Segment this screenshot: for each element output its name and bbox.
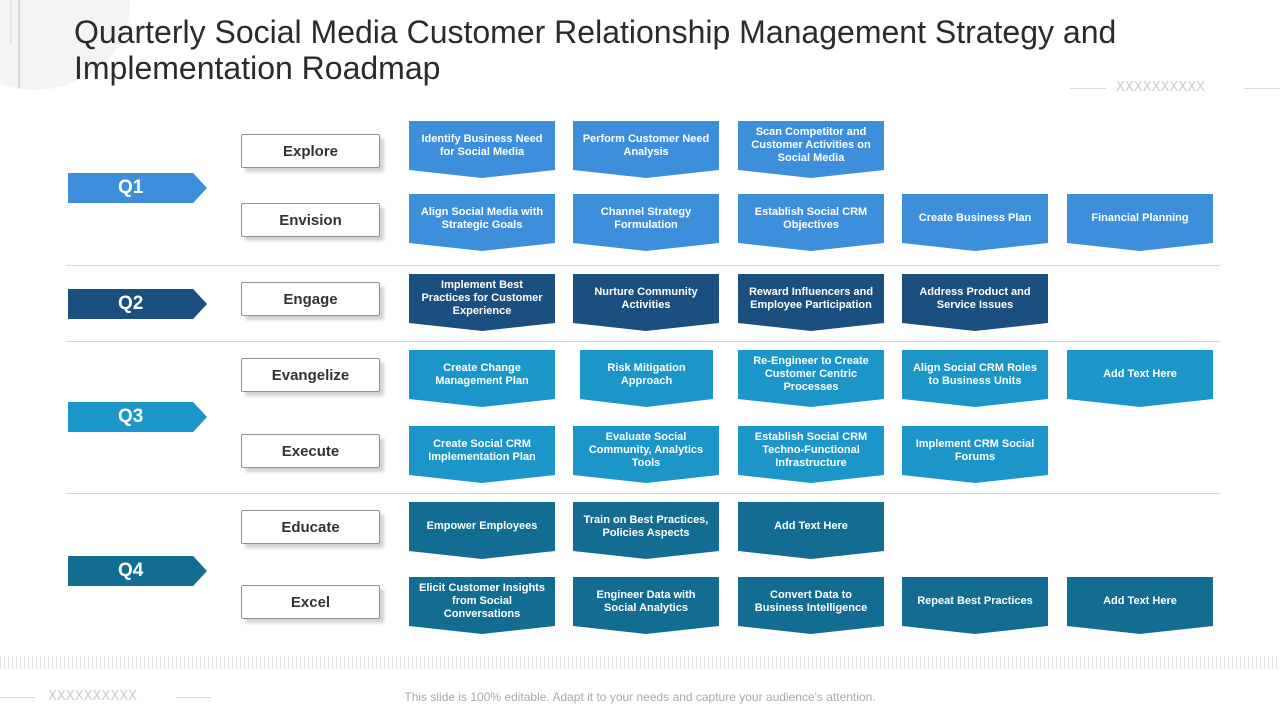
task-card: Repeat Best Practices	[902, 577, 1048, 634]
task-card: Engineer Data with Social Analytics	[573, 577, 719, 634]
phase-evangelize: Evangelize	[241, 358, 380, 392]
footer-note: This slide is 100% editable. Adapt it to…	[404, 690, 876, 704]
quarter-divider	[66, 341, 1220, 342]
task-card: Nurture Community Activities	[573, 274, 719, 331]
task-card: Create Business Plan	[902, 194, 1048, 251]
task-card: Create Social CRM Implementation Plan	[409, 426, 555, 483]
decor-line	[1244, 88, 1280, 89]
task-card: Channel Strategy Formulation	[573, 194, 719, 251]
task-card: Implement CRM Social Forums	[902, 426, 1048, 483]
task-card: Align Social CRM Roles to Business Units	[902, 350, 1048, 407]
footer-strip	[0, 656, 1280, 669]
task-card: Create Change Management Plan	[409, 350, 555, 407]
corner-line	[10, 0, 12, 44]
task-card: Align Social Media with Strategic Goals	[409, 194, 555, 251]
quarter-arrow-q1: Q1	[68, 173, 207, 203]
task-card: Re-Engineer to Create Customer Centric P…	[738, 350, 884, 407]
task-card: Add Text Here	[1067, 350, 1213, 407]
quarter-arrow-q2: Q2	[68, 289, 207, 319]
task-card: Establish Social CRM Techno-Functional I…	[738, 426, 884, 483]
quarter-divider	[66, 265, 1220, 266]
quarter-arrow-q3: Q3	[68, 402, 207, 432]
phase-explore: Explore	[241, 134, 380, 168]
task-card: Add Text Here	[1067, 577, 1213, 634]
task-card: Establish Social CRM Objectives	[738, 194, 884, 251]
task-card: Empower Employees	[409, 502, 555, 559]
task-card: Train on Best Practices, Policies Aspect…	[573, 502, 719, 559]
task-card: Evaluate Social Community, Analytics Too…	[573, 426, 719, 483]
slide-title: Quarterly Social Media Customer Relation…	[74, 14, 1117, 86]
decor-line	[0, 697, 36, 698]
task-card: Elicit Customer Insights from Social Con…	[409, 577, 555, 634]
decor-line	[1070, 88, 1106, 89]
phase-excel: Excel	[241, 585, 380, 619]
task-card: Add Text Here	[738, 502, 884, 559]
task-card: Reward Influencers and Employee Particip…	[738, 274, 884, 331]
corner-line	[18, 0, 20, 88]
quarter-divider	[66, 493, 1220, 494]
task-card: Address Product and Service Issues	[902, 274, 1048, 331]
task-card: Implement Best Practices for Customer Ex…	[409, 274, 555, 331]
task-card: Risk Mitigation Approach	[580, 350, 713, 407]
phase-execute: Execute	[241, 434, 380, 468]
task-card: Financial Planning	[1067, 194, 1213, 251]
task-card: Convert Data to Business Intelligence	[738, 577, 884, 634]
phase-engage: Engage	[241, 282, 380, 316]
phase-envision: Envision	[241, 203, 380, 237]
decor-xmarks: XXXXXXXXXX	[48, 689, 138, 704]
task-card: Perform Customer Need Analysis	[573, 121, 719, 178]
quarter-arrow-q4: Q4	[68, 556, 207, 586]
task-card: Scan Competitor and Customer Activities …	[738, 121, 884, 178]
decor-xmarks: XXXXXXXXXX	[1116, 80, 1206, 95]
phase-educate: Educate	[241, 510, 380, 544]
decor-line	[176, 697, 212, 698]
task-card: Identify Business Need for Social Media	[409, 121, 555, 178]
